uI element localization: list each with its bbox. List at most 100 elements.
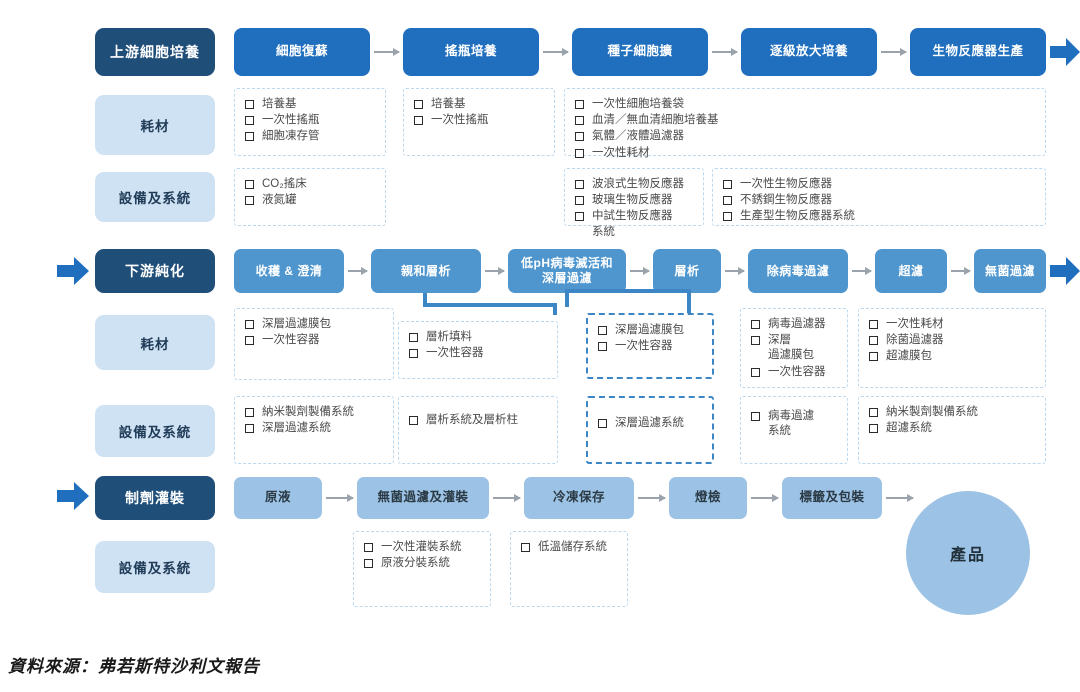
item-list: 一次性耗材 除菌過濾器 超濾膜包 — [869, 317, 1037, 365]
downstream-step-2[interactable]: 親和層析 — [371, 249, 481, 293]
upstream-step-3[interactable]: 種子細胞擴 — [572, 28, 708, 76]
checkbox-icon — [245, 116, 254, 126]
item-label: 一次性容器 — [262, 334, 320, 347]
fillfinish-step-4[interactable]: 燈檢 — [669, 477, 747, 519]
item-label: 病毒過濾器 — [768, 318, 826, 330]
list-item: 超濾膜包 — [869, 349, 1037, 364]
fillfinish-step-3[interactable]: 冷凍保存 — [524, 477, 634, 519]
checkbox-icon — [575, 116, 584, 126]
arrow-downstream-3-4 — [630, 267, 650, 275]
item-label: 除菌過濾器 — [886, 334, 944, 347]
downstream-step-7[interactable]: 無菌過濾 — [974, 249, 1046, 293]
item-label: 納米製劑製備系統 — [886, 406, 978, 418]
product-node: 產品 — [906, 491, 1030, 615]
section-label-downstream: 下游純化 — [95, 249, 215, 293]
section-label-upstream: 上游細胞培養 — [95, 28, 215, 76]
item-label: 病毒過濾 系統 — [768, 410, 814, 438]
downstream-step-4[interactable]: 層析 — [653, 249, 721, 293]
upstream-step-5[interactable]: 生物反應器生產 — [910, 28, 1046, 76]
item-label: 層析填料 — [426, 331, 472, 343]
list-item: 深層過濾系統 — [598, 416, 704, 431]
checkbox-icon — [869, 336, 878, 346]
checkbox-icon — [414, 100, 423, 109]
list-item: 一次性容器 — [598, 339, 704, 354]
list-item: 超濾系統 — [869, 421, 1037, 436]
list-item: 原液分裝系統 — [364, 556, 482, 571]
item-label: 一次性細胞培養袋 — [592, 98, 684, 110]
item-label: 生產型生物反應器系統 — [740, 210, 855, 223]
item-label: 玻璃生物反應器 — [592, 194, 673, 207]
item-label: 波浪式生物反應器 — [592, 178, 684, 190]
flow-arrow-right-upstream-icon — [1050, 38, 1080, 66]
downstream-equipment-group-5: 納米製劑製備系統 超濾系統 — [858, 396, 1046, 464]
item-list: 一次性生物反應器 不銹鋼生物反應器 生產型生物反應器系統 — [723, 177, 1037, 225]
checkbox-icon — [575, 100, 584, 109]
downstream-step-6[interactable]: 超濾 — [875, 249, 947, 293]
item-label: 一次性灌裝系統 — [381, 541, 462, 553]
downstream-consumables-group-5: 一次性耗材 除菌過濾器 超濾膜包 — [858, 308, 1046, 388]
item-label: 培養基 — [431, 98, 466, 110]
checkbox-icon — [414, 116, 423, 126]
checkbox-icon — [869, 352, 878, 362]
item-label: 液氮罐 — [262, 194, 297, 207]
checkbox-icon — [245, 196, 254, 206]
downstream-step-1[interactable]: 收穫 & 澄清 — [234, 249, 344, 293]
fillfinish-step-5[interactable]: 標籤及包裝 — [782, 477, 882, 519]
list-item: CO₂搖床 — [245, 177, 377, 192]
checkbox-icon — [409, 416, 418, 425]
item-list: 一次性灌裝系統 原液分裝系統 — [364, 540, 482, 571]
flow-arrow-right-downstream-left-icon — [57, 257, 89, 285]
connector-affinity-horizontal — [423, 303, 557, 307]
item-label: 一次性容器 — [768, 365, 826, 378]
list-item: 層析系統及層析柱 — [409, 413, 549, 428]
list-item: 一次性搖瓶 — [414, 113, 546, 128]
list-item: 一次性耗材 — [869, 317, 1037, 332]
checkbox-icon — [723, 196, 732, 206]
list-item: 一次性生物反應器 — [723, 177, 1037, 192]
upstream-step-1[interactable]: 細胞復蘇 — [234, 28, 370, 76]
row-label-equipment-upstream: 設備及系統 — [95, 172, 215, 222]
upstream-step-4[interactable]: 逐級放大培養 — [741, 28, 877, 76]
item-label: 深層過濾系統 — [262, 422, 331, 435]
list-item: 深層過濾膜包 — [598, 323, 704, 338]
downstream-equipment-group-3: 深層過濾系統 — [586, 396, 714, 464]
list-item: 深層過濾膜包 — [245, 317, 385, 332]
checkbox-icon — [751, 367, 760, 377]
flow-arrow-right-downstream-icon — [1050, 257, 1080, 285]
section-label-fillfinish: 制劑灌裝 — [95, 476, 215, 520]
fillfinish-step-1[interactable]: 原液 — [234, 477, 322, 519]
arrow-fillfinish-2-3 — [493, 494, 521, 502]
upstream-step-2[interactable]: 搖瓶培養 — [403, 28, 539, 76]
item-label: 血清／無血清細胞培養基 — [592, 114, 719, 127]
item-label: 細胞凍存管 — [262, 130, 320, 143]
list-item: 納米製劑製備系統 — [869, 405, 1037, 420]
item-list: 深層過濾膜包 一次性容器 — [598, 323, 704, 354]
item-list: 病毒過濾器 深層 過濾膜包 一次性容器 — [751, 317, 839, 380]
checkbox-icon — [409, 349, 418, 359]
list-item: 液氮罐 — [245, 193, 377, 208]
item-label: 層析系統及層析柱 — [426, 414, 518, 426]
checkbox-icon — [364, 559, 373, 569]
fillfinish-step-2[interactable]: 無菌過濾及灌裝 — [357, 477, 489, 519]
fillfinish-equipment-group-1: 一次性灌裝系統 原液分裝系統 — [353, 531, 491, 607]
downstream-step-3[interactable]: 低pH病毒滅活和 深層過濾 — [508, 249, 626, 293]
list-item: 低溫儲存系統 — [521, 540, 619, 555]
checkbox-icon — [575, 212, 584, 222]
list-item: 氣體／液體過濾器 — [575, 129, 1037, 144]
downstream-step-3-label: 低pH病毒滅活和 深層過濾 — [521, 256, 613, 285]
arrow-downstream-4-5 — [725, 267, 745, 275]
row-label-consumables-upstream: 耗材 — [95, 95, 215, 155]
item-list: 納米製劑製備系統 深層過濾系統 — [245, 405, 385, 436]
item-label: 一次性容器 — [615, 340, 673, 353]
connector-affinity-vertical — [423, 293, 427, 307]
item-label: 一次性耗材 — [592, 146, 650, 159]
list-item: 一次性容器 — [751, 365, 839, 380]
list-item: 納米製劑製備系統 — [245, 405, 385, 420]
list-item: 玻璃生物反應器 — [575, 193, 695, 208]
downstream-step-5[interactable]: 除病毒過濾 — [748, 249, 848, 293]
list-item: 不銹鋼生物反應器 — [723, 193, 1037, 208]
item-label: 深層過濾系統 — [615, 417, 684, 429]
row-label-consumables-downstream: 耗材 — [95, 315, 215, 370]
checkbox-icon — [598, 326, 607, 335]
list-item: 深層過濾系統 — [245, 421, 385, 436]
